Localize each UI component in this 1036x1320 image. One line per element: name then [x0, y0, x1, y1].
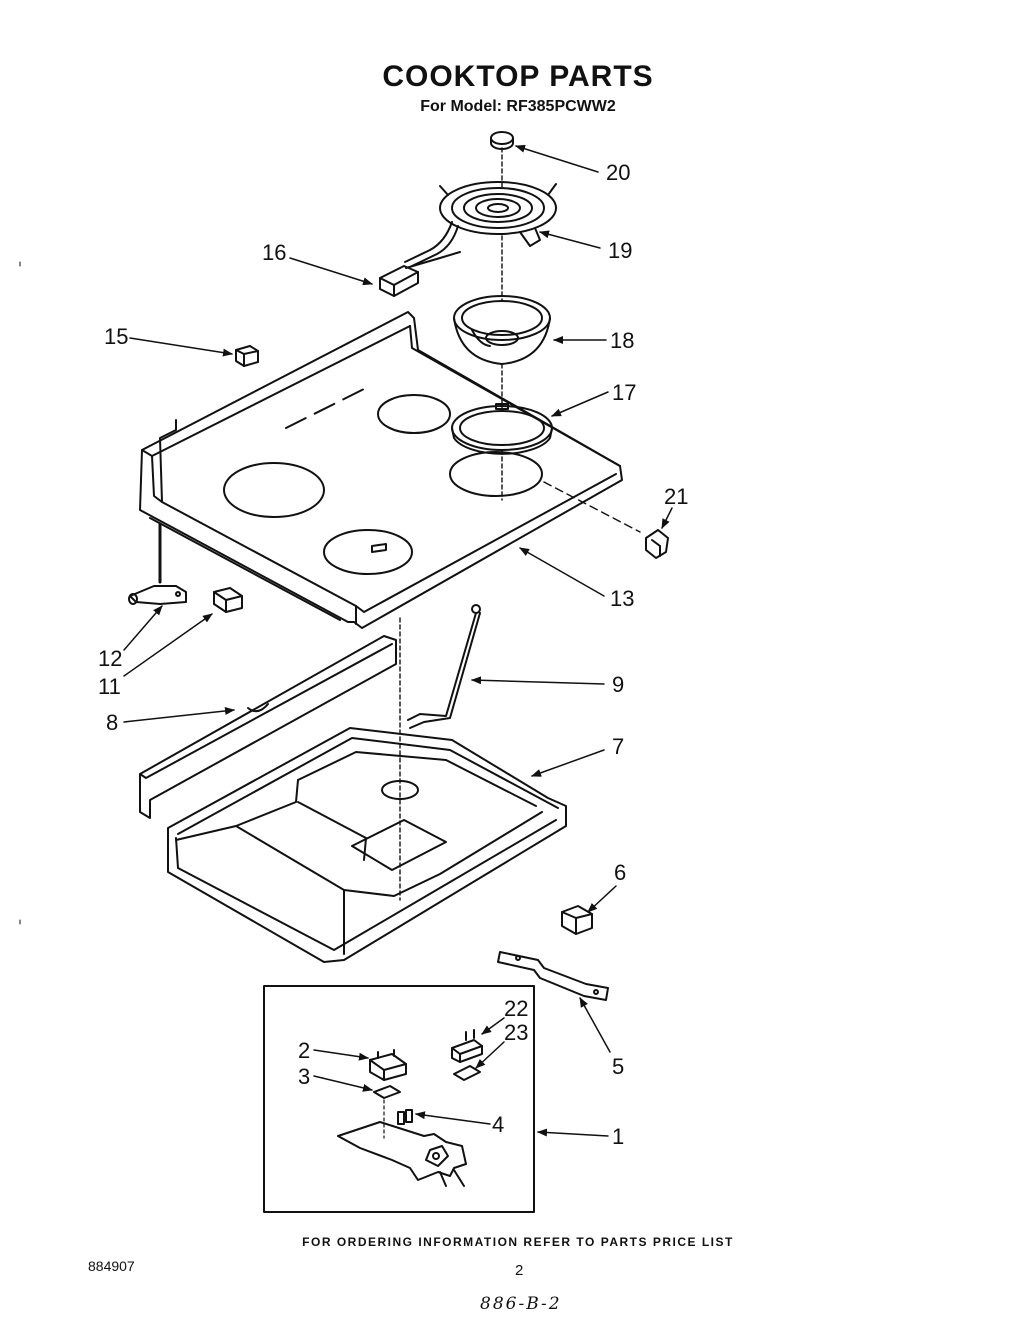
part-12-fitting	[128, 585, 187, 605]
part-17-trim-ring	[451, 403, 553, 455]
part-18-drip-bowl	[453, 295, 551, 365]
callout-9: 9	[612, 672, 625, 697]
part-13-cooktop	[139, 311, 641, 901]
callout-8: 8	[106, 710, 119, 735]
part-20-cap	[490, 131, 514, 150]
callout-2: 2	[298, 1038, 311, 1063]
part-11-clip	[213, 587, 243, 613]
callout-12: 12	[98, 646, 123, 671]
callout-22: 22	[504, 996, 529, 1021]
page-title: COOKTOP PARTS	[382, 60, 654, 93]
part-2-switch	[369, 1049, 407, 1081]
part-19-surface-element	[404, 181, 557, 267]
document-number: 884907	[88, 1258, 135, 1274]
part-3-plate	[373, 1085, 401, 1099]
part-7-burner-box	[167, 727, 567, 963]
handwritten-code: 886-B-2	[480, 1294, 562, 1314]
page-number: 2	[515, 1262, 524, 1279]
ordering-note: FOR ORDERING INFORMATION REFER TO PARTS …	[302, 1235, 734, 1249]
callout-20: 20	[606, 160, 631, 185]
callout-21: 21	[664, 484, 689, 509]
part-8-rear-panel	[139, 635, 397, 819]
callout-6: 6	[614, 860, 627, 885]
callout-16: 16	[262, 240, 287, 265]
part-1-switch-assembly	[337, 1121, 467, 1187]
callout-7: 7	[612, 734, 625, 759]
part-1-switch-assembly-box	[263, 985, 535, 1213]
part-5-bracket	[497, 951, 609, 1001]
leader-lines	[123, 144, 673, 1137]
callout-19: 19	[608, 238, 633, 263]
callout-4: 4	[492, 1112, 505, 1137]
callout-18: 18	[610, 328, 635, 353]
part-16-terminal-block	[379, 251, 461, 297]
callout-13: 13	[610, 586, 635, 611]
callout-11: 11	[98, 674, 121, 699]
part-9-rod	[407, 604, 481, 729]
callout-3: 3	[298, 1064, 311, 1089]
part-22-23-relay	[451, 1029, 483, 1081]
part-4-terminals	[397, 1109, 413, 1125]
model-subtitle: For Model: RF385PCWW2	[420, 98, 616, 115]
part-21-clip	[645, 529, 669, 559]
part-15-clip	[235, 345, 259, 367]
callout-5: 5	[612, 1054, 625, 1079]
callout-1: 1	[612, 1124, 625, 1149]
callout-23: 23	[504, 1020, 529, 1045]
part-6-clip	[561, 905, 593, 935]
callout-15: 15	[104, 324, 129, 349]
callout-17: 17	[612, 380, 637, 405]
